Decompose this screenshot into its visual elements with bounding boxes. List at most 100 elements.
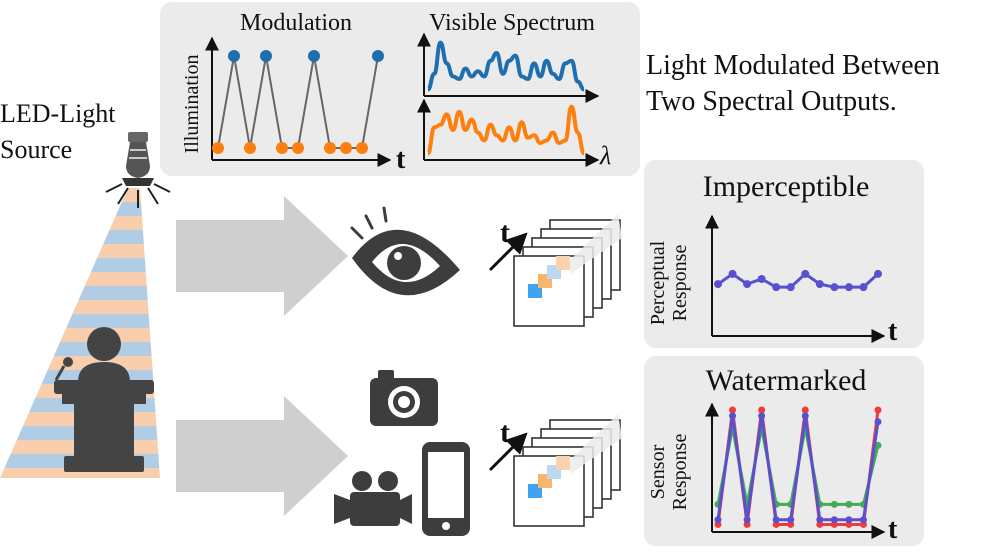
video-camera-icon: [334, 471, 412, 526]
perceptual-point: [786, 283, 795, 292]
light-stripe: [0, 286, 160, 300]
sensor-point: [830, 516, 838, 524]
spectrum-plot: [426, 40, 586, 156]
led-bulb-icon: [105, 132, 171, 208]
imperceptible-panel: [644, 160, 924, 348]
modulation-y-label: Illumination: [181, 55, 203, 154]
perceptual-plot: [714, 269, 882, 292]
sensor-point: [772, 516, 780, 524]
modulation-point: [356, 142, 368, 154]
sensor-point: [787, 516, 795, 524]
light-stripe: [0, 314, 160, 328]
arrow-to-eye: [176, 196, 348, 316]
modulation-point: [340, 142, 352, 154]
modulation-point: [324, 142, 336, 154]
sensor-point: [845, 500, 853, 508]
sensor-point: [859, 516, 867, 524]
source-label-line1: LED-Light: [0, 99, 116, 128]
modulation-title: Modulation: [240, 10, 352, 36]
camera-icon: [370, 370, 438, 426]
modulation-point: [244, 142, 256, 154]
camera-stack-time-label: t: [500, 416, 510, 449]
perceptual-y-label-line1: Perceptual: [647, 240, 669, 325]
eye-icon: [350, 206, 460, 296]
spectrum-x-label: λ: [599, 141, 611, 170]
light-stripe: [0, 188, 160, 202]
imperceptible-title: Imperceptible: [703, 170, 870, 203]
perceptual-point: [801, 269, 810, 278]
perceptual-point: [772, 283, 781, 292]
perceptual-point: [830, 283, 839, 292]
modulation-point: [292, 142, 304, 154]
sensor-point: [801, 406, 809, 414]
perceptual-point: [714, 280, 722, 289]
modulation-point: [276, 142, 288, 154]
source-label-line2: Source: [0, 135, 72, 164]
light-stripe: [0, 230, 160, 244]
sensor-point: [758, 412, 766, 420]
perceptual-point: [728, 269, 737, 278]
sensor-point: [729, 412, 737, 420]
modulation-point: [308, 50, 320, 62]
light-stripe: [0, 216, 160, 230]
light-orange-patch: [556, 256, 570, 270]
arrow-to-cameras: [176, 396, 348, 516]
frame-stack-camera: [488, 414, 622, 527]
sensor-point: [729, 406, 737, 414]
light-orange-patch: [556, 456, 570, 470]
perceptual-point: [757, 275, 766, 283]
caption-line2: Two Spectral Outputs.: [646, 86, 897, 117]
perceptual-point: [844, 283, 853, 292]
time-arrow: [488, 232, 528, 272]
sensor-point: [801, 412, 809, 420]
speaker-podium-icon: [54, 327, 154, 472]
sensor-point: [830, 500, 838, 508]
light-stripe: [0, 244, 160, 258]
sensor-axes: [705, 402, 886, 539]
light-stripe: [0, 482, 170, 496]
spectrum-orange-curve: [426, 104, 586, 156]
sensor-point: [714, 516, 722, 524]
perceptual-point: [859, 283, 868, 292]
frame-stack-eye: [488, 214, 622, 327]
sensor-plot: [714, 406, 882, 528]
modulation-x-label: t: [396, 144, 406, 175]
perceptual-point: [815, 280, 824, 289]
perceptual-y-label-line2: Response: [669, 245, 691, 322]
light-stripe: [0, 328, 160, 342]
perceptual-x-label: t: [888, 316, 898, 347]
modulation-axes: [205, 36, 392, 167]
watermarked-title: Watermarked: [706, 364, 867, 397]
eye-stack-time-label: t: [500, 216, 510, 249]
light-stripe: [0, 468, 160, 478]
modulation-point: [260, 50, 272, 62]
spectrum-axes: [417, 32, 600, 167]
modulation-plot: [212, 50, 384, 154]
sensor-point: [743, 516, 751, 524]
sensor-point: [816, 516, 824, 524]
perceptual-point: [874, 269, 882, 278]
sensor-y-label-line1: Sensor: [647, 444, 669, 499]
zoom-wedge: [570, 214, 622, 274]
light-stripe: [0, 258, 160, 272]
modulation-point: [372, 50, 384, 62]
sensor-x-label: t: [888, 514, 898, 545]
spectrum-blue-curve: [426, 40, 585, 92]
light-stripe: [0, 272, 160, 286]
zoom-wedge: [570, 414, 622, 474]
sensor-point: [874, 418, 882, 426]
modulation-point: [228, 50, 240, 62]
modulation-point: [212, 142, 224, 154]
sensor-point: [758, 406, 766, 414]
sensor-point: [845, 516, 853, 524]
light-stripe: [0, 202, 160, 216]
caption-line1: Light Modulated Between: [646, 50, 940, 81]
smartphone-icon: [422, 442, 470, 536]
time-arrow: [488, 432, 528, 472]
perceptual-axes: [705, 214, 886, 343]
sensor-y-label-line2: Response: [669, 434, 691, 511]
spectrum-title: Visible Spectrum: [429, 10, 595, 36]
light-stripe: [0, 342, 160, 356]
perceptual-point: [743, 280, 752, 289]
